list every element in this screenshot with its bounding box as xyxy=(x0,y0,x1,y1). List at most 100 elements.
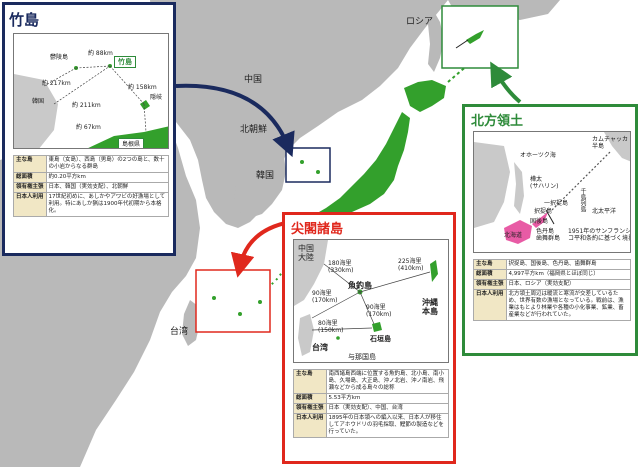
northern-title: 北方領土 xyxy=(471,114,524,129)
inset-china-land xyxy=(294,240,328,306)
takeshima-dot xyxy=(300,160,304,164)
inset-dist-china: 180海里 (330km) xyxy=(328,260,354,274)
senkaku-focus-box xyxy=(195,269,271,333)
table-key: 主な島 xyxy=(293,369,327,394)
takeshima-inset-map: 鬱陵島 竹島 韓国 隠岐 島根県 約 88km 約 217km 約 158km … xyxy=(13,33,169,149)
label-north-korea: 北朝鮮 xyxy=(240,125,268,135)
inset-line-okinawa xyxy=(359,271,431,293)
table-key: 日本人利用 xyxy=(293,413,327,438)
inset-distance-line-5 xyxy=(143,103,147,133)
oki-dot xyxy=(316,170,320,174)
inset-line-ishigaki xyxy=(359,291,375,325)
table-row: 主な島東島（女島）、西島（男島）の2つの島と、数十の小岩からなる群島 xyxy=(13,155,170,173)
inset-label-ishigaki: 石垣島 xyxy=(370,335,391,343)
inset-dist-yonaguni: 80海里 (150km) xyxy=(318,320,344,334)
table-row: 領有権主張日本、ロシア（実効支配） xyxy=(473,279,632,290)
inset-label-uotsuri: 魚釣島 xyxy=(348,281,372,290)
label-taiwan: 台湾 xyxy=(170,327,189,337)
inset-dist-1: 約 88km xyxy=(88,50,113,57)
inset-okinawa-land xyxy=(430,260,438,282)
table-value: 北方領土周辺は暖流と寒流が交差しているため、世界有数の漁場となっている。戦前は、… xyxy=(505,289,632,321)
inset-japan-land xyxy=(88,126,168,148)
inset-dist-2: 約 217km xyxy=(42,80,71,87)
inset-label-shikotan: 色丹島 歯舞群島 xyxy=(536,228,561,242)
inset-label-ulleungdo: 鬱陵島 xyxy=(50,54,69,61)
inset-distance-line-1 xyxy=(75,65,111,69)
label-russia: ロシア xyxy=(406,17,434,27)
table-key: 総面積 xyxy=(13,172,47,183)
senkaku-dot-3 xyxy=(258,300,262,304)
table-value: 4,997平方km（福岡県とほぼ同じ） xyxy=(505,269,632,280)
senkaku-panel: 尖閣諸島 中国 大陸 魚釣島 沖縄 本島 石垣島 台湾 与那国島 180海里 xyxy=(282,212,456,464)
inset-label-north-pacific: 北太平洋 xyxy=(592,208,617,215)
inset-dist-3: 約 158km xyxy=(128,84,157,91)
table-value: 東島（女島）、西島（男島）の2つの島と、数十の小岩からなる群島 xyxy=(45,155,170,173)
sakhalin xyxy=(428,8,444,72)
table-key: 総面積 xyxy=(293,393,327,404)
inset-dist-5: 約 67km xyxy=(76,124,101,131)
inset-label-kuril: 千島列島 xyxy=(579,188,586,212)
northern-inset-map: カムチャッカ 半島 オホーツク海 樺太 (サハリン) 千島列島 北太平洋 択捉島… xyxy=(473,131,631,253)
table-row: 主な島択捉島、国後島、色丹島、歯舞群島 xyxy=(473,259,632,270)
inset-yonaguni-dot xyxy=(336,336,340,340)
table-key: 日本人利用 xyxy=(473,289,507,321)
table-key: 領有権主張 xyxy=(13,182,47,193)
inset-label-four-islands: 一択捉島 xyxy=(544,200,569,207)
senkaku-inset-svg xyxy=(294,240,438,356)
takeshima-focus-box xyxy=(285,147,331,183)
inset-label-yonaguni: 与那国島 xyxy=(348,353,376,361)
inset-distance-line-4 xyxy=(53,65,111,105)
inset-label-oki: 隠岐 xyxy=(150,94,163,101)
table-row: 主な島南西諸島西端に位置する魚釣島、北小島、南小島、久場島、大正島、沖ノ北岩、沖… xyxy=(293,369,450,394)
inset-line-taiwan xyxy=(311,291,361,319)
label-south-korea: 韓国 xyxy=(256,171,275,181)
table-row: 領有権主張日本、韓国（実効支配）、北朝鮮 xyxy=(13,182,170,193)
senkaku-inset-map: 中国 大陸 魚釣島 沖縄 本島 石垣島 台湾 与那国島 180海里 (330km… xyxy=(293,239,449,363)
table-value: 日本、ロシア（実効支配） xyxy=(505,279,632,290)
inset-label-kamchatka: カムチャッカ 半島 xyxy=(592,136,628,150)
inset-label-kunashiri: 国後島 xyxy=(530,218,549,225)
northern-islands xyxy=(466,30,484,44)
inset-korea-land xyxy=(14,74,58,148)
inset-oki-island xyxy=(140,100,150,110)
inset-label-hokkaido: 北海道 xyxy=(504,232,523,239)
senkaku-title: 尖閣諸島 xyxy=(291,222,344,237)
inset-label-shimane: 島根県 xyxy=(118,138,145,148)
inset-line-china xyxy=(323,263,361,293)
table-value: 日本、韓国（実効支配）、北朝鮮 xyxy=(45,182,170,193)
inset-label-treaty-note: 1951年のサンフランシス コ平和条約に基づく境界線 xyxy=(568,228,631,242)
asia-mainland xyxy=(150,0,448,228)
label-china: 中国 xyxy=(244,75,263,85)
senkaku-dot-1 xyxy=(212,296,216,300)
table-value: 約0.20平方km xyxy=(45,172,170,183)
table-row: 総面積約0.20平方km xyxy=(13,172,170,183)
inset-treaty-line xyxy=(545,209,555,225)
table-row: 日本人利用北方領土周辺は暖流と寒流が交差しているため、世界有数の漁場となっている… xyxy=(473,289,632,321)
takeshima-panel: 竹島 鬱陵島 竹島 韓国 隠岐 島根県 約 88km 約 217km 約 158… xyxy=(2,2,176,256)
inset-sakhalin-land xyxy=(514,162,524,214)
table-key: 総面積 xyxy=(473,269,507,280)
table-key: 日本人利用 xyxy=(13,192,47,217)
inset-kamchatka-land xyxy=(604,132,630,162)
inset-taiwan-land xyxy=(298,314,314,356)
inset-line-taiwan-ishigaki xyxy=(311,327,373,331)
table-value: 1895年の日本領への編入以来、日本人が移住してアホウドリの羽毛採取、鰹節の製造… xyxy=(325,413,450,438)
inset-distance-line-2 xyxy=(43,67,77,87)
inset-hokkaido-land xyxy=(504,220,532,244)
inset-dist-taiwan: 90海里 (170km) xyxy=(312,290,338,304)
table-value: 南西諸島西端に位置する魚釣島、北小島、南小島、久場島、大正島、沖ノ北岩、沖ノ南岩… xyxy=(325,369,450,394)
table-value: 17世紀初めに、あしかやアワビの好漁場として利用。特にあしか猟は1900年代初期… xyxy=(45,192,170,217)
inset-label-okhotsk: オホーツク海 xyxy=(520,152,556,159)
inset-label-okinawa: 沖縄 本島 xyxy=(422,298,438,316)
inset-dist-ishigaki: 90海里 (170km) xyxy=(366,304,392,318)
inset-label-taiwan: 台湾 xyxy=(312,343,328,352)
takeshima-title: 竹島 xyxy=(9,11,40,29)
takeshima-info-table: 主な島東島（女島）、西島（男島）の2つの島と、数十の小岩からなる群島 総面積約0… xyxy=(13,155,170,217)
northern-arrow xyxy=(490,61,522,104)
